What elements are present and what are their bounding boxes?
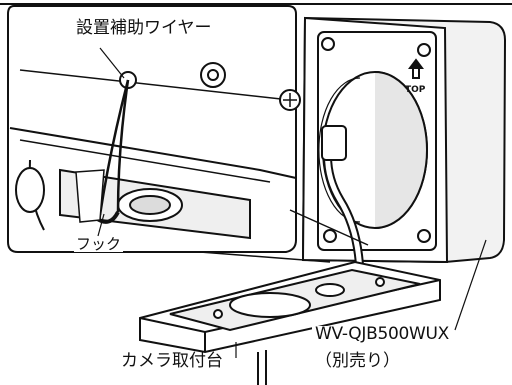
label-installation-wire: 設置補助ワイヤー: [74, 18, 214, 38]
label-model-number: WV-QJB500WUX: [312, 326, 453, 343]
label-camera-mount-base: カメラ取付台: [118, 353, 226, 370]
detail-callout: [7, 5, 369, 263]
svg-text:TOP: TOP: [405, 85, 426, 95]
junction-box: TOP: [301, 16, 507, 281]
camera-mount-base: [139, 260, 441, 385]
label-sold-separately: （別売り）: [312, 353, 403, 370]
label-hook: フック: [74, 235, 124, 253]
leader-model: [454, 239, 487, 331]
